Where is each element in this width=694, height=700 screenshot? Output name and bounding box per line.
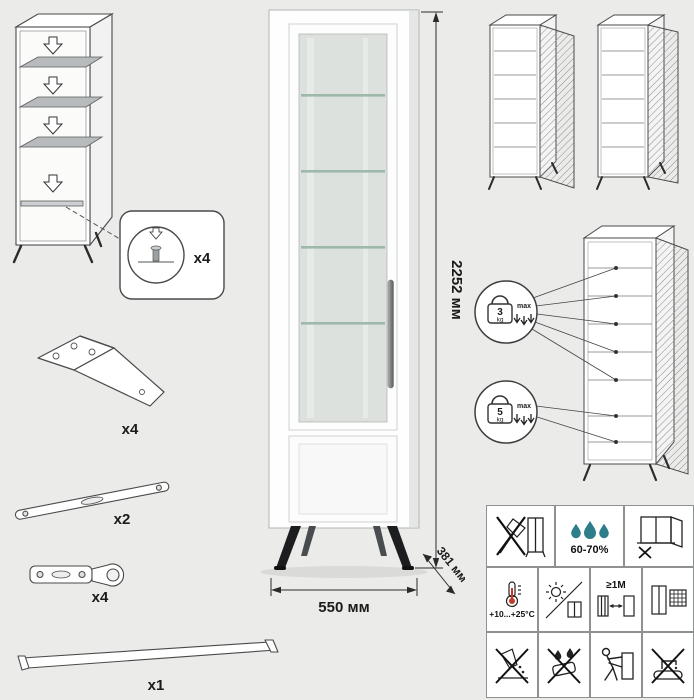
- humidity-label: 60-70%: [570, 543, 609, 556]
- insert-arrow-icons: [42, 36, 64, 193]
- cabinet-legs: [582, 454, 671, 482]
- no-impact-icon: [495, 516, 546, 558]
- width-dimension: [270, 578, 418, 596]
- cabinet-legs: [12, 231, 103, 264]
- shelf-pin-qty: x4: [194, 250, 211, 267]
- part-rail: x2: [4, 466, 182, 530]
- rail-qty: x2: [114, 511, 131, 528]
- care-cell-no-impact: [486, 505, 555, 567]
- leg-bracket-icon: [37, 335, 165, 407]
- part-handle: x1: [8, 626, 294, 696]
- weight-icon: [491, 295, 509, 305]
- care-cell-no-wet-cloth: [538, 632, 590, 698]
- load-badge-5kg: 5 kg max: [474, 380, 538, 444]
- depth-label: 381 мм: [434, 544, 465, 585]
- sun-shade-icon: [545, 581, 583, 618]
- distance-label: ≥1M: [606, 579, 626, 591]
- care-cell-temperature: +10...+25°C: [486, 567, 538, 632]
- part-leg: x4: [26, 322, 176, 444]
- care-cell-ventilation: [642, 567, 694, 632]
- shelves: [18, 56, 104, 207]
- leader-lines: [531, 267, 617, 443]
- no-washing-icon: [651, 648, 685, 684]
- door-handle: [387, 279, 394, 389]
- height-label: 2252 мм: [448, 260, 465, 320]
- load-max: max: [517, 403, 531, 410]
- care-cell-no-open-window: [624, 505, 694, 567]
- down-arrows: [513, 414, 535, 426]
- care-cell-no-spill: [486, 632, 538, 698]
- load-value: 3: [497, 307, 503, 318]
- shelf-dots: [614, 266, 618, 444]
- callout-leader: [65, 206, 131, 246]
- care-icon-grid: 60-70%: [486, 505, 694, 699]
- height-dimension: [415, 11, 443, 569]
- wireframe-cabinet: [13, 13, 115, 247]
- floor-shadow: [260, 566, 428, 578]
- load-badge-3kg: 3 kg max: [474, 280, 538, 344]
- down-arrows: [513, 314, 535, 326]
- handle-bar-icon: [17, 639, 279, 671]
- handle-qty: x1: [148, 677, 165, 694]
- open-door-views: [478, 5, 690, 217]
- hinge-qty: x4: [92, 589, 109, 606]
- hatched-door: [647, 24, 679, 184]
- no-wet-cloth-icon: [547, 648, 581, 684]
- ventilation-grid-icon: [651, 584, 687, 615]
- cabinet-open-door-left: [488, 14, 575, 190]
- leg-qty: x4: [122, 421, 139, 438]
- carry-person-icon: [601, 647, 634, 681]
- care-cell-heater-distance: ≥1M: [590, 567, 642, 632]
- width-label: 550 мм: [318, 599, 369, 616]
- hinge-icon: [29, 563, 125, 587]
- shelf-installation-step: x4: [4, 5, 232, 311]
- care-cell-humidity: 60-70%: [555, 505, 624, 567]
- weight-icon: [491, 395, 509, 405]
- load-unit: kg: [497, 417, 504, 424]
- water-drops-icon: [570, 520, 609, 539]
- hatched-door: [655, 237, 689, 475]
- distance-icon: [597, 594, 635, 617]
- load-unit: kg: [497, 317, 504, 324]
- main-cabinet-drawing: 2252 мм 550 мм 381 мм: [247, 6, 465, 658]
- glass-shelves: [301, 94, 385, 325]
- rail-bar-icon: [14, 481, 170, 520]
- care-cell-avoid-sunlight: [538, 567, 590, 632]
- care-cell-carry-carefully: [590, 632, 642, 698]
- thermometer-icon: [505, 581, 521, 608]
- shelf-lines: [588, 267, 652, 443]
- no-spill-icon: [495, 648, 529, 684]
- temperature-label: +10...+25°C: [489, 609, 535, 620]
- part-hinge: x4: [20, 542, 160, 606]
- load-max: max: [517, 303, 531, 310]
- open-window-icon: [637, 516, 683, 559]
- screw-holes: [52, 342, 145, 395]
- load-limit-diagram: 3 kg max 5 kg max: [466, 216, 694, 504]
- hatched-door: [539, 24, 575, 189]
- fastener-callout: x4: [119, 210, 225, 300]
- load-value: 5: [497, 407, 503, 418]
- cabinet-open-door-right: [596, 14, 679, 190]
- cabinet-legs: [274, 526, 414, 570]
- depth-dimension: [422, 553, 456, 595]
- care-cell-no-washing: [642, 632, 694, 698]
